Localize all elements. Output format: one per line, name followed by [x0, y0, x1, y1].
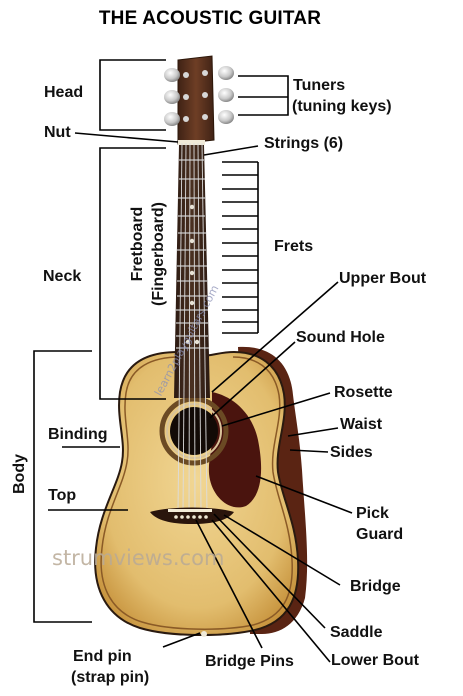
label-frets: Frets — [274, 238, 314, 255]
nut-piece — [178, 140, 205, 145]
label-tuners-sub: (tuning keys) — [292, 98, 392, 115]
rosette-inner — [166, 403, 222, 459]
diagram-title: THE ACOUSTIC GUITAR — [98, 8, 322, 29]
label-guard: Guard — [356, 526, 404, 543]
tuner-pegs — [164, 66, 234, 126]
label-end-pin: End pin — [73, 648, 132, 665]
label-top: Top — [48, 487, 77, 504]
label-bridge-pins: Bridge Pins — [205, 653, 294, 670]
saddle-piece — [168, 509, 212, 512]
sound-hole — [170, 407, 218, 455]
leader-lines — [33, 59, 353, 663]
label-rosette: Rosette — [334, 384, 393, 401]
watermark-main: strumviews.com — [52, 546, 225, 570]
bridge-pin-heads — [174, 515, 208, 519]
label-saddle: Saddle — [330, 624, 383, 641]
label-tuners: Tuners — [293, 77, 346, 94]
label-neck: Neck — [43, 268, 82, 285]
label-bridge: Bridge — [350, 578, 401, 595]
headstock — [177, 55, 215, 145]
label-lower-bout: Lower Bout — [331, 652, 419, 669]
label-sides: Sides — [330, 444, 373, 461]
rosette — [159, 396, 229, 466]
label-upper-bout: Upper Bout — [339, 270, 427, 287]
fret-lines — [176, 159, 209, 349]
label-binding: Binding — [48, 426, 108, 443]
label-fingerboard: (Fingerboard) — [150, 202, 167, 306]
label-strings: Strings (6) — [264, 135, 344, 152]
label-waist: Waist — [340, 416, 383, 433]
label-nut: Nut — [44, 124, 71, 141]
label-fretboard: Fretboard — [129, 206, 146, 282]
label-pick: Pick — [356, 505, 389, 522]
guitar-binding-line — [100, 356, 293, 630]
label-head: Head — [44, 84, 84, 101]
label-sound-hole: Sound Hole — [296, 329, 385, 346]
label-end-pin-sub: (strap pin) — [71, 669, 150, 686]
label-body: Body — [11, 454, 28, 494]
guitar-strings — [177, 142, 208, 513]
end-pin-piece — [201, 631, 207, 637]
